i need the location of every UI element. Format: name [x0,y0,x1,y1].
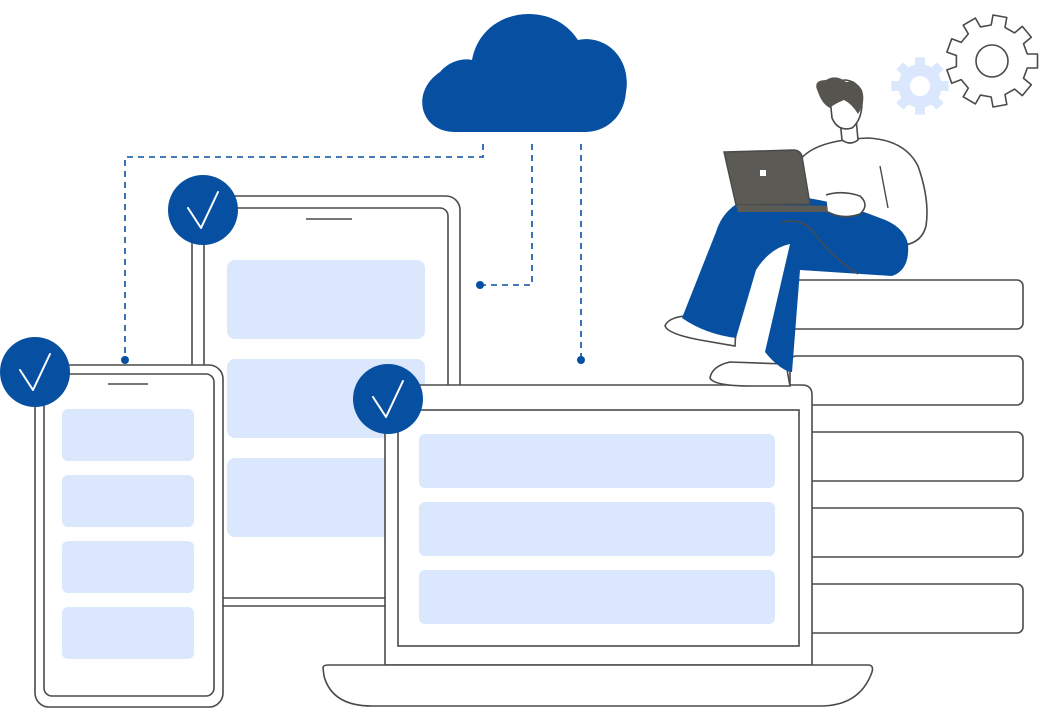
check-icon [353,364,423,434]
phone-device [34,364,224,708]
check-icon [168,175,238,245]
server-drawer [789,583,1024,634]
list-item [419,434,775,488]
list-item [62,409,194,461]
laptop-base [322,664,874,707]
gear-hole [975,44,1009,78]
laptop-device [322,384,874,707]
list-item [62,541,194,593]
list-item [419,570,775,624]
cloud-icon [422,14,627,132]
list-item [227,458,425,537]
gear-icon [946,14,1039,108]
list-item [62,475,194,527]
check-icon [0,337,70,407]
held-laptop [723,149,811,206]
server-drawer [789,431,1024,482]
server-drawer [789,279,1024,330]
shoe [664,315,737,347]
gear-hole [910,76,930,96]
server-drawer [789,355,1024,406]
server-stack [789,279,1024,634]
gear-icon [891,57,949,115]
person-illustration [664,77,928,387]
list-item [62,607,194,659]
shoe [709,361,791,387]
connector-endpoints [121,281,585,364]
person-hair [816,77,864,114]
sync-connectors [124,144,582,358]
server-drawer [789,507,1024,558]
list-item [227,260,425,339]
list-item [419,502,775,556]
person-pants [682,196,909,372]
